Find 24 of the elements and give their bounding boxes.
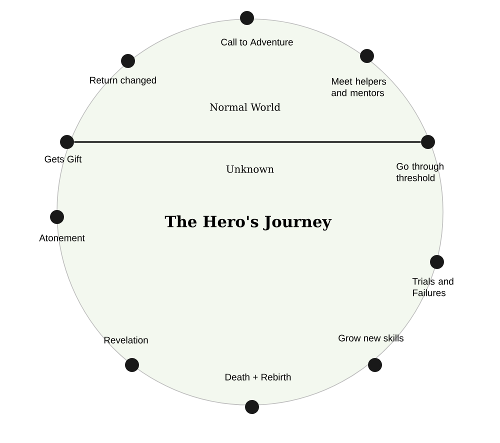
- stage-dot: [430, 255, 444, 269]
- stage-dot: [360, 49, 374, 63]
- stage-label: Call to Adventure: [221, 38, 293, 46]
- title: The Hero's Journey: [164, 215, 332, 231]
- stage-dot: [50, 210, 64, 224]
- stage-dot: [368, 358, 382, 372]
- stage-label: Revelation: [104, 336, 148, 344]
- stage-label: Meet helpers and mentors: [332, 78, 386, 96]
- region-label: Unknown: [226, 165, 274, 173]
- stage-label: Death + Rebirth: [226, 374, 291, 380]
- stage-label: Gets Gift: [44, 156, 82, 162]
- stage-dot: [240, 11, 254, 25]
- stage-dot: [421, 135, 435, 149]
- region-label: Normal World: [210, 103, 280, 111]
- divider-line: [74, 141, 421, 143]
- stage-dot: [121, 54, 135, 68]
- stage-label: Atonement: [39, 234, 85, 242]
- stage-dot: [245, 400, 259, 414]
- stage-label: Grow new skills: [338, 334, 404, 342]
- stage-dot: [60, 135, 74, 149]
- stage-label: Go through threshold: [396, 162, 444, 182]
- stage-label: Return changed: [90, 76, 156, 86]
- stage-dot: [125, 358, 139, 372]
- stage-label: Trials and Failures: [412, 278, 454, 296]
